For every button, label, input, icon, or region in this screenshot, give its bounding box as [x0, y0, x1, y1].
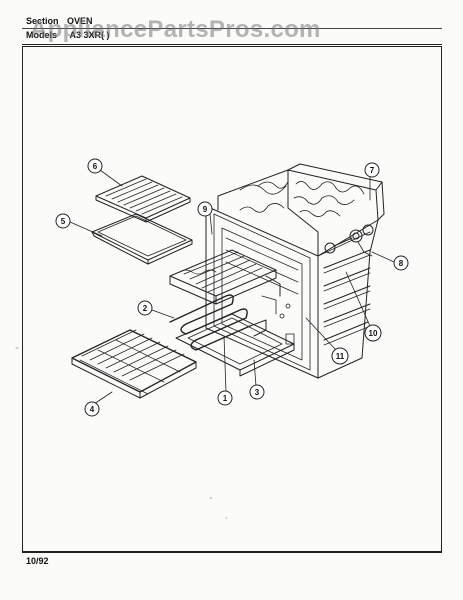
callout-1: 1 [217, 390, 233, 406]
footer-date: 10/92 [26, 556, 49, 566]
header-divider [22, 44, 442, 45]
callout-5: 5 [55, 213, 71, 229]
svg-text:7: 7 [370, 166, 375, 175]
svg-text:10: 10 [369, 329, 378, 338]
scan-specks [15, 347, 228, 519]
section-value: OVEN [67, 16, 93, 26]
oven-cavity [217, 163, 385, 379]
callouts: 6 5 9 7 8 10 1 [55, 158, 409, 417]
oven-front-frame [205, 205, 319, 379]
svg-text:1: 1 [223, 394, 228, 403]
section-label: Section [26, 16, 59, 26]
footer-divider [22, 552, 442, 553]
callout-6: 6 [87, 158, 103, 174]
broiler-pan [91, 213, 193, 265]
diagram-frame [22, 46, 442, 552]
callout-3: 3 [249, 384, 265, 400]
svg-text:2: 2 [143, 304, 148, 313]
models-value: A3 3XR( ) [69, 30, 110, 40]
broil-element-assembly [169, 249, 281, 305]
callout-4: 4 [84, 401, 100, 417]
header-rule [22, 28, 442, 29]
svg-text:3: 3 [255, 388, 260, 397]
header-block: Section OVEN Models A3 3XR( ) [26, 14, 110, 42]
svg-text:8: 8 [399, 259, 404, 268]
callout-7: 7 [364, 162, 380, 178]
svg-text:5: 5 [61, 217, 66, 226]
svg-text:11: 11 [336, 352, 345, 361]
models-row: Models A3 3XR( ) [26, 28, 110, 42]
callout-9: 9 [197, 201, 213, 217]
svg-text:4: 4 [90, 405, 95, 414]
section-row: Section OVEN [26, 14, 110, 28]
oven-rack [71, 329, 197, 399]
callout-8: 8 [393, 255, 409, 271]
models-label: Models [26, 30, 58, 40]
callout-10: 10 [364, 324, 382, 342]
callout-2: 2 [137, 300, 153, 316]
svg-text:6: 6 [93, 162, 98, 171]
bottom-element-bracket [175, 295, 295, 377]
callout-11: 11 [331, 347, 349, 365]
leader-lines [69, 169, 395, 405]
watermark: AppliancePartsPros.com [30, 16, 321, 43]
svg-text:9: 9 [203, 205, 208, 214]
broiler-pan-insert [95, 175, 191, 223]
